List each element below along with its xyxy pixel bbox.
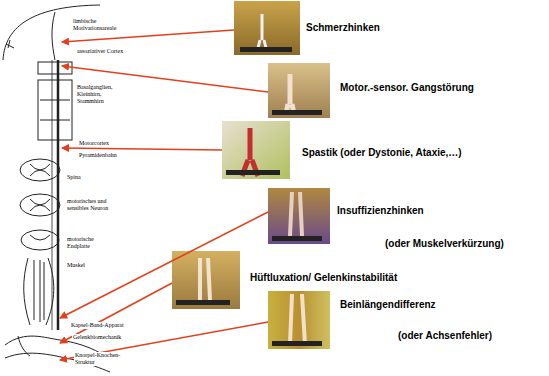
gait-disorder-label: Insuffizienzhinken — [337, 205, 424, 217]
anatomy-label: Gelenkbiomechanik — [72, 334, 130, 341]
anatomy-label: Kapsel-Band-Apparat — [70, 322, 128, 329]
gait-disorder-label: Spastik (oder Dystonie, Ataxie,…) — [302, 147, 462, 159]
anatomy-label: Knorpel-Knochen-Struktur — [74, 352, 132, 366]
anatomy-label: limbische Motivationsareale — [72, 18, 126, 32]
anatomy-label: Motorcortex — [78, 140, 130, 147]
anatomy-label: motorische Endplatte — [66, 236, 118, 250]
anatomy-label: Pyramidenbahn — [78, 152, 130, 159]
anatomy-label: assoziativer Cortex — [76, 48, 130, 55]
anatomy-label: Basalganglien, Kleinhirn, Stammhirn — [76, 84, 126, 105]
gait-disorder-label: Motor.-sensor. Gangstörung — [340, 82, 474, 94]
anatomy-label: Muskel — [66, 262, 108, 269]
gait-disorder-label: Beinlängendifferenz — [340, 299, 436, 311]
gait-disorder-label: (oder Achsenfehler) — [398, 330, 492, 342]
gait-disorder-label: Schmerzhinken — [306, 22, 380, 34]
gait-disorder-label: (oder Muskelverkürzung) — [385, 238, 504, 250]
anatomy-label: motorisches und sensibles Neuron — [66, 198, 118, 212]
anatomy-label: Spina — [66, 174, 108, 181]
gait-disorder-label: Hüftluxation/ Gelenkinstabilität — [250, 272, 397, 284]
